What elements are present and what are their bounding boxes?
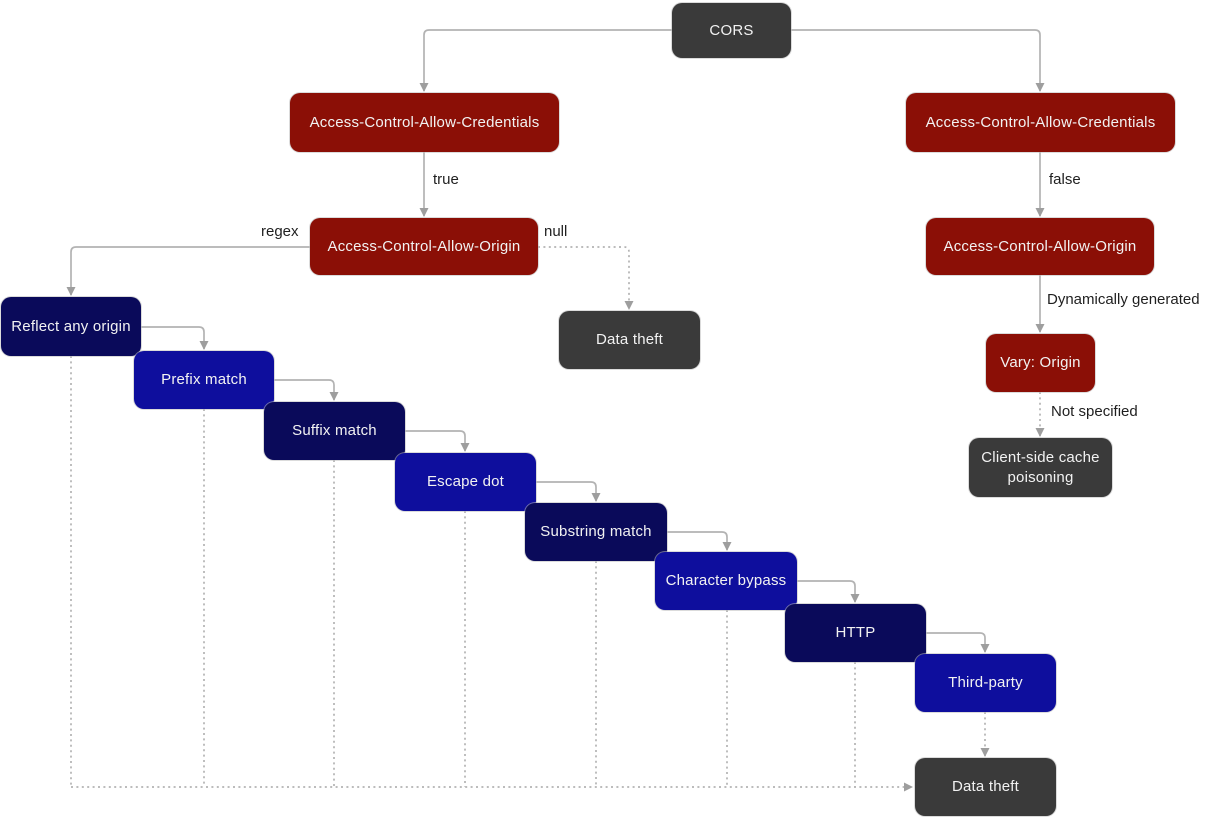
node-prefix-match: Prefix match: [134, 351, 274, 409]
edge-label-false: false: [1049, 171, 1081, 188]
edge-label-null: null: [544, 223, 568, 240]
node-suffix-match: Suffix match: [264, 402, 405, 460]
node-vary-origin: Vary: Origin: [986, 334, 1095, 392]
edge-label-dynamically-generated: Dynamically generated: [1047, 291, 1200, 308]
node-reflect-any-origin: Reflect any origin: [1, 297, 141, 356]
edge-escape-to-substring: [536, 481, 601, 502]
node-data-theft-bottom: Data theft: [915, 758, 1056, 816]
node-access-control-allow-credentials-left: Access-Control-Allow-Credentials: [290, 93, 559, 152]
node-escape-dot: Escape dot: [395, 453, 536, 511]
edge-prefix-to-suffix: [274, 379, 339, 401]
node-data-theft-mid: Data theft: [559, 311, 700, 369]
edge-acao-left-null-to-datatheft-mid: [538, 246, 634, 310]
edge-reflect-to-prefix: [141, 326, 209, 350]
node-http: HTTP: [785, 604, 926, 662]
edge-cors-to-acac-right: [791, 29, 1045, 92]
node-third-party: Third-party: [915, 654, 1056, 712]
edge-label-true: true: [433, 171, 459, 188]
edge-http-to-thirdparty: [926, 632, 990, 653]
edge-substring-to-charbypass: [667, 531, 732, 551]
node-character-bypass: Character bypass: [655, 552, 797, 610]
node-access-control-allow-credentials-right: Access-Control-Allow-Credentials: [906, 93, 1175, 152]
node-substring-match: Substring match: [525, 503, 667, 561]
edge-label-not-specified: Not specified: [1051, 403, 1138, 420]
node-access-control-allow-origin-left: Access-Control-Allow-Origin: [310, 218, 538, 275]
edge-charbypass-to-http: [797, 580, 860, 603]
edge-cors-to-acac-left: [419, 29, 672, 92]
node-access-control-allow-origin-right: Access-Control-Allow-Origin: [926, 218, 1154, 275]
edge-label-regex: regex: [261, 223, 299, 240]
edge-acao-left-regex-to-reflect: [66, 246, 310, 296]
edge-suffix-to-escape: [405, 430, 470, 452]
node-client-side-cache-poisoning: Client-side cache poisoning: [969, 438, 1112, 497]
node-cors: CORS: [672, 3, 791, 58]
